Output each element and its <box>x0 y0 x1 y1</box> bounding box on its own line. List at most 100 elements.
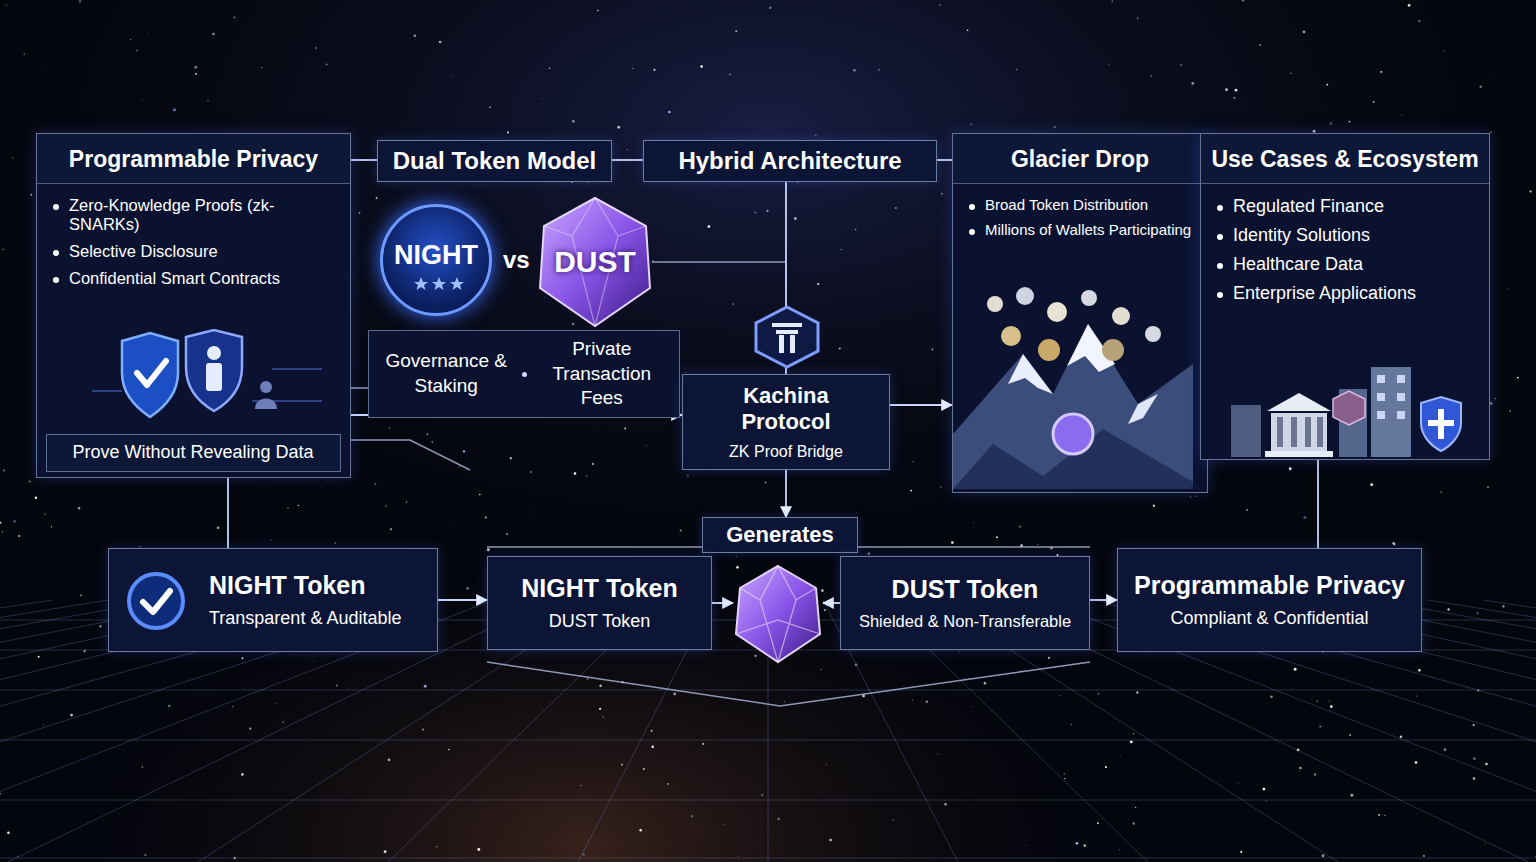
header-text: Generates <box>703 522 857 548</box>
star <box>951 541 954 544</box>
star <box>485 516 487 518</box>
star <box>593 425 595 427</box>
panel-heading: Use Cases & Ecosystem <box>1201 134 1489 184</box>
star <box>973 522 975 524</box>
star <box>1220 756 1222 758</box>
star <box>168 707 170 709</box>
star <box>651 730 653 732</box>
star <box>388 759 391 762</box>
star <box>1242 0 1244 1</box>
star <box>38 656 40 658</box>
star <box>1380 71 1382 73</box>
star <box>1119 756 1121 758</box>
star <box>932 349 934 351</box>
star <box>794 217 796 219</box>
star <box>673 693 676 696</box>
shields-illustration <box>92 329 322 424</box>
star <box>1064 778 1065 779</box>
star <box>765 482 767 484</box>
star <box>592 463 594 465</box>
box-subtitle: Transparent & Auditable <box>209 608 401 629</box>
star <box>912 700 913 701</box>
star <box>1330 705 1333 708</box>
star <box>79 0 82 3</box>
star <box>1141 44 1143 46</box>
process-label-box: Generates <box>702 517 858 553</box>
star <box>147 33 149 35</box>
protocol-icon <box>752 305 822 369</box>
bullet-text: Zero-Knowledge Proofs (zk-SNARKs) <box>69 196 338 234</box>
gem-shape <box>736 566 820 662</box>
bullet-dot <box>53 277 59 283</box>
star <box>729 74 731 76</box>
connector-line <box>227 478 229 548</box>
star <box>31 194 33 196</box>
star <box>51 526 52 527</box>
bullet-text: Confidential Smart Contracts <box>69 269 280 288</box>
star <box>458 466 459 467</box>
star <box>1508 288 1509 289</box>
star <box>878 69 879 70</box>
star <box>940 486 942 488</box>
star <box>1303 31 1306 34</box>
star <box>1444 748 1447 751</box>
star <box>1484 843 1486 845</box>
star <box>463 450 465 452</box>
star <box>754 211 756 213</box>
bullet-text: Millions of Wallets Participating <box>985 221 1191 238</box>
star <box>1180 64 1182 66</box>
star <box>643 768 645 770</box>
star <box>45 513 46 514</box>
star <box>23 54 25 56</box>
glacier-illustration <box>953 284 1193 489</box>
star <box>1373 101 1375 103</box>
star <box>1259 44 1261 46</box>
star <box>926 700 928 702</box>
star <box>958 651 960 653</box>
star <box>249 728 251 730</box>
star <box>1473 757 1476 760</box>
bullet-dot <box>969 229 975 235</box>
star <box>2 531 3 532</box>
star <box>736 566 739 569</box>
star <box>1240 851 1242 853</box>
star <box>1317 701 1318 702</box>
star-row <box>414 277 464 291</box>
star <box>1319 725 1321 727</box>
star <box>43 724 45 726</box>
star <box>241 773 244 776</box>
star <box>1517 377 1519 379</box>
star <box>1510 410 1511 411</box>
star <box>572 120 575 123</box>
role-box: Governance & StakingPrivate Transaction … <box>368 330 680 418</box>
grid-line <box>0 858 1536 859</box>
grid-line <box>0 600 53 862</box>
bullet-dot <box>1217 205 1223 211</box>
star <box>336 684 338 686</box>
star <box>639 829 642 832</box>
star <box>1479 85 1482 88</box>
star <box>1191 82 1194 85</box>
star <box>1308 463 1310 465</box>
star <box>168 705 170 707</box>
star <box>1105 766 1107 768</box>
star <box>1415 761 1418 764</box>
star <box>1060 695 1061 696</box>
star <box>1495 398 1496 399</box>
city-illustration <box>1221 359 1481 457</box>
star <box>724 824 725 825</box>
star <box>1530 190 1532 192</box>
star <box>853 69 856 72</box>
star <box>1019 525 1021 527</box>
bullet-text: Selective Disclosure <box>69 242 218 261</box>
bullet-dot <box>1217 263 1223 269</box>
star <box>970 123 972 125</box>
star <box>1048 657 1050 659</box>
star <box>1133 733 1134 734</box>
panel-heading: Programmable Privacy <box>37 134 350 184</box>
star <box>130 39 131 40</box>
protocol-box: Kachina ProtocolZK Proof Bridge <box>682 374 890 470</box>
star <box>1418 20 1421 23</box>
bullet-dot <box>53 204 59 210</box>
glacier-illustration <box>953 284 1193 489</box>
